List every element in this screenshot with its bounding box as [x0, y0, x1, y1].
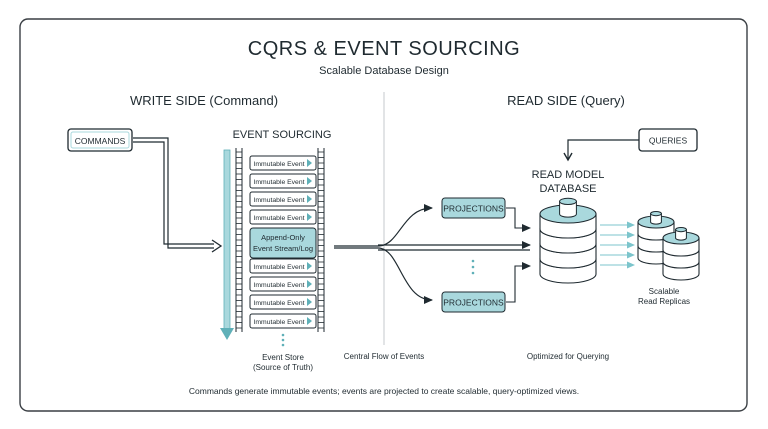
chevron-right-icon — [307, 195, 312, 203]
immutable-event-label: Immutable Event — [254, 215, 305, 222]
chevron-right-icon — [307, 298, 312, 306]
projection-to-db-arrows — [506, 207, 531, 303]
stream-down-arrow — [220, 149, 234, 340]
optimized-caption: Optimized for Querying — [527, 352, 609, 361]
immutable-event-box: Immutable Event — [249, 155, 317, 171]
read-db-label-line1: READ MODEL — [532, 169, 605, 181]
page-title: CQRS & EVENT SOURCING — [248, 38, 520, 60]
queries-arrow — [563, 139, 639, 162]
replica-arrows — [600, 221, 635, 269]
immutable-event-label: Immutable Event — [254, 161, 305, 168]
chevron-right-icon — [307, 159, 312, 167]
event-sourcing-label: EVENT SOURCING — [233, 129, 332, 141]
more-events-dots — [281, 333, 285, 347]
replicas-caption-line1: Scalable — [649, 287, 680, 296]
replicas-caption-line2: Read Replicas — [638, 297, 690, 306]
read-db-label-line2: DATABASE — [539, 183, 596, 195]
projections-dots — [471, 259, 475, 275]
immutable-event-box: Immutable Event — [249, 191, 317, 207]
immutable-event-box: Immutable Event — [249, 173, 317, 189]
central-flow-arrows — [334, 204, 531, 304]
immutable-event-box: Immutable Event — [249, 294, 317, 310]
immutable-event-label: Immutable Event — [254, 197, 305, 204]
immutable-event-label: Immutable Event — [254, 179, 305, 186]
immutable-event-box: Immutable Event — [249, 258, 317, 274]
append-only-stream: Append-Only Event Stream/Log — [249, 227, 317, 259]
immutable-event-label: Immutable Event — [254, 282, 305, 289]
projections-label-bottom: PROJECTIONS — [443, 298, 504, 308]
chevron-right-icon — [307, 317, 312, 325]
read-side-heading: READ SIDE (Query) — [507, 93, 625, 108]
event-store-caption-line2: (Source of Truth) — [253, 363, 313, 372]
immutable-event-label: Immutable Event — [254, 264, 305, 271]
chevron-right-icon — [307, 262, 312, 270]
chevron-right-icon — [307, 213, 312, 221]
projections-label-top: PROJECTIONS — [443, 204, 504, 214]
immutable-event-box: Immutable Event — [249, 313, 317, 329]
commands-label: COMMANDS — [75, 136, 126, 146]
queries-label: QUERIES — [649, 136, 688, 146]
projections-box-bottom: PROJECTIONS — [441, 291, 506, 313]
commands-arrow — [133, 137, 223, 253]
read-model-database-icon — [539, 197, 597, 284]
footer-caption: Commands generate immutable events; even… — [189, 386, 579, 396]
event-store-caption-line1: Event Store — [262, 353, 304, 362]
immutable-event-label: Immutable Event — [254, 300, 305, 307]
central-flow-label: Central Flow of Events — [344, 352, 424, 361]
stream-label-line1: Append-Only — [261, 233, 305, 242]
immutable-event-box: Immutable Event — [249, 276, 317, 292]
write-side-heading: WRITE SIDE (Command) — [130, 93, 278, 108]
immutable-event-box: Immutable Event — [249, 209, 317, 225]
event-stream-rails — [235, 148, 325, 332]
commands-box: COMMANDS — [67, 128, 133, 152]
stream-label-line2: Event Stream/Log — [253, 244, 313, 253]
chevron-right-icon — [307, 177, 312, 185]
projections-box-top: PROJECTIONS — [441, 197, 506, 219]
read-replica-icon-2 — [662, 227, 700, 281]
queries-box: QUERIES — [638, 128, 698, 152]
immutable-event-label: Immutable Event — [254, 319, 305, 326]
chevron-right-icon — [307, 280, 312, 288]
page-subtitle: Scalable Database Design — [319, 65, 449, 77]
